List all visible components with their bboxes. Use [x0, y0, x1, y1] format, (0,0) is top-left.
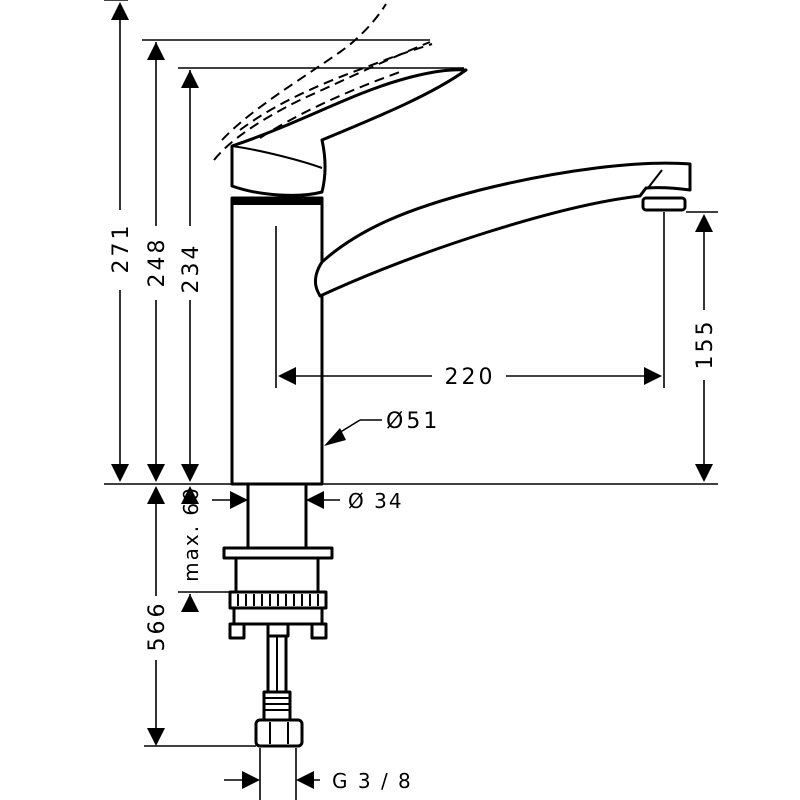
dim-spout-clearance	[686, 211, 718, 482]
column-cap-band	[232, 198, 322, 205]
faucet-body	[213, 3, 692, 486]
bolt-left	[228, 622, 246, 640]
label-shank-diameter: Ø 34	[348, 489, 404, 513]
base-plate	[232, 606, 324, 626]
label-spout-reach: 220	[445, 365, 496, 390]
hose-ferrule	[262, 690, 292, 722]
dim-lever-closed-height	[178, 67, 464, 482]
label-lever-closed-height: 234	[179, 243, 204, 294]
spout-tip-detail	[647, 169, 663, 189]
bolt-center	[266, 622, 290, 638]
lever-underside	[231, 145, 323, 169]
dim-connection-thread	[224, 748, 320, 800]
label-connection-thread: G 3 / 8	[332, 769, 413, 793]
dim-total-height	[104, 0, 129, 482]
faucet-column	[230, 196, 324, 486]
dim-max-counter-thickness	[178, 486, 236, 612]
lever-open-position-outline	[213, 41, 431, 161]
dim-shank-diameter	[212, 491, 340, 509]
faucet-spout	[314, 161, 692, 298]
dim-hose-length	[144, 486, 256, 747]
hose-connector-nut	[254, 718, 304, 748]
thread-marks	[237, 594, 319, 606]
label-hose-length: 566	[145, 601, 170, 652]
aerator	[641, 196, 687, 212]
lever-handle	[230, 68, 468, 197]
label-lever-open-height: 248	[145, 237, 170, 288]
dim-body-diameter-leader	[324, 419, 382, 446]
shank	[246, 482, 308, 550]
label-body-diameter: Ø51	[386, 409, 440, 434]
dim-spout-reach	[275, 212, 665, 388]
label-spout-clearance: 155	[693, 319, 718, 370]
lever-open-position-outline-2	[221, 3, 387, 141]
label-max-counter-thickness: max. 60	[179, 486, 203, 582]
label-total-height: 271	[109, 223, 134, 274]
nut-body	[234, 556, 320, 594]
bolt-right	[310, 622, 328, 640]
dim-lever-open-height	[142, 39, 430, 482]
mounting-assembly	[222, 482, 334, 748]
lever-open-position-outline-4	[259, 71, 401, 139]
